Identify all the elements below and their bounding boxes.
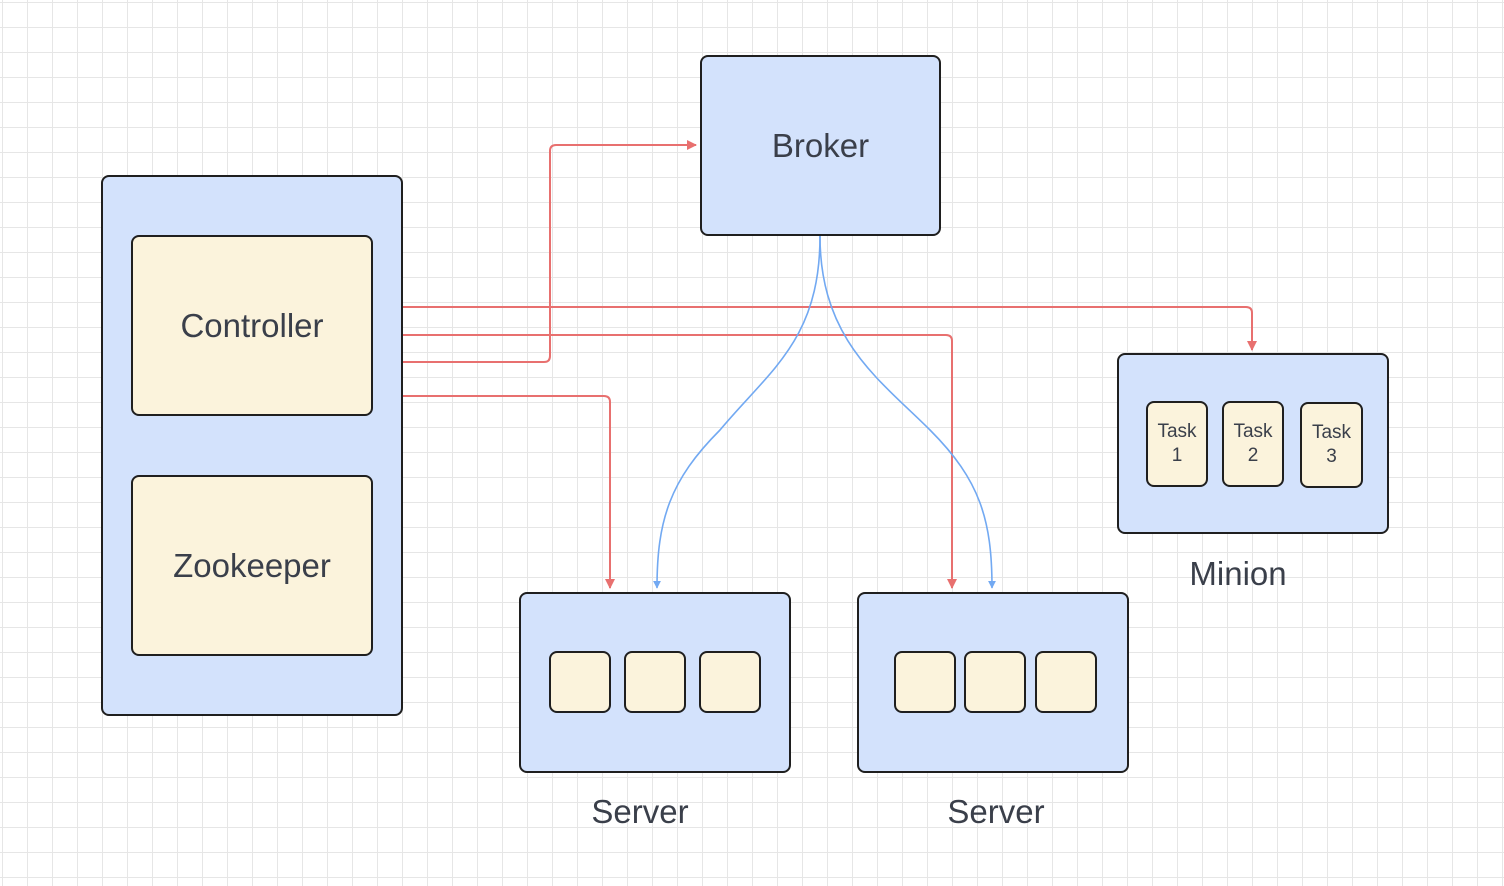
server-1-label: Server <box>591 793 689 830</box>
task-2-number: 2 <box>1247 445 1259 466</box>
task-1-number: 1 <box>1171 445 1183 466</box>
server-2-slot-3 <box>1035 651 1097 713</box>
server-2-slot-1 <box>894 651 956 713</box>
edge-controller-to-server-2 <box>403 334 957 589</box>
server-1-slot-2 <box>624 651 686 713</box>
broker-node: Broker <box>700 55 941 236</box>
edge-broker-to-server-1 <box>653 235 821 589</box>
server-2-label: Server <box>947 793 1045 830</box>
task-2-node: Task 2 <box>1222 401 1284 487</box>
broker-label: Broker <box>771 126 870 164</box>
zookeeper-node: Zookeeper <box>131 475 373 656</box>
zookeeper-label: Zookeeper <box>173 546 331 584</box>
controller-label: Controller <box>180 306 324 344</box>
server-1-slot-3 <box>699 651 761 713</box>
minion-label: Minion <box>1189 555 1287 592</box>
task-1-title: Task <box>1157 421 1197 442</box>
server-2-slot-2 <box>964 651 1026 713</box>
edge-broker-to-server-2 <box>819 235 996 589</box>
task-3-number: 3 <box>1326 446 1337 467</box>
task-1-node: Task 1 <box>1146 401 1208 487</box>
task-3-node: Task 3 <box>1300 402 1363 488</box>
edge-controller-to-broker <box>403 140 697 363</box>
task-3-title: Task <box>1311 422 1352 443</box>
edge-controller-to-minion <box>403 306 1257 351</box>
task-2-title: Task <box>1233 421 1273 442</box>
server-1-slot-1 <box>549 651 611 713</box>
edge-controller-to-server-1 <box>403 395 615 589</box>
controller-node: Controller <box>131 235 373 416</box>
